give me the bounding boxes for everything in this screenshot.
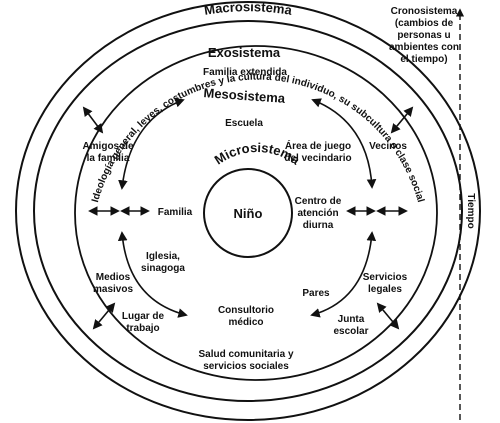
chrono-line-3: personas u (397, 30, 450, 41)
label-school: Escuela (225, 118, 263, 129)
label-school-board-1: Junta (338, 314, 365, 325)
arrow-family-clinic (117, 231, 188, 318)
label-family-friends-1: Amigos de (82, 141, 134, 152)
arrow-diag-bottom-left (92, 302, 116, 330)
exosystem-ring (74, 45, 438, 381)
label-daycare-1: Centro de (295, 196, 342, 207)
label-community-health-1: Salud comunitaria y (198, 349, 293, 360)
arrow-diag-top-right (390, 106, 414, 134)
label-daycare-3: diurna (303, 220, 334, 231)
label-daycare-2: atención (297, 208, 338, 219)
arrow-daycare-clinic (310, 231, 377, 318)
label-mass-media-2: masivos (93, 284, 133, 295)
macrosystem-title: Macrosistema (203, 0, 294, 18)
arrow-school-daycare (311, 98, 377, 189)
label-workplace-1: Lugar de (122, 311, 165, 322)
arrow-school-family (118, 98, 185, 190)
label-church-2: sinagoga (141, 263, 185, 274)
label-legal-services-2: legales (368, 284, 402, 295)
child-label: Niño (234, 206, 263, 221)
label-clinic-2: médico (228, 317, 263, 328)
label-extended-family: Familia extendida (203, 67, 287, 78)
arrow-diag-bottom-right (376, 302, 400, 330)
label-neighbors: Vecinos (369, 141, 407, 152)
child-circle (203, 168, 293, 258)
label-workplace-2: trabajo (126, 323, 159, 334)
label-family: Familia (158, 207, 193, 218)
mesosystem-title: Mesosistema (203, 85, 286, 106)
label-playground-2: del vecindario (284, 153, 351, 164)
macrosystem-inner-ring (33, 20, 463, 402)
chrono-line-5: el tiempo) (400, 54, 447, 65)
macrosystem-outer-ring (15, 1, 481, 421)
label-mass-media-1: Medios (96, 272, 131, 283)
arrow-diag-top-left (82, 106, 104, 134)
chrono-line-2: (cambios de (395, 18, 454, 29)
exosystem-title: Exosistema (208, 45, 281, 60)
label-school-board-2: escolar (333, 326, 368, 337)
label-church-1: Iglesia, (146, 251, 180, 262)
chrono-line-4: ambientes con (389, 42, 459, 53)
label-playground-1: Área de juego (285, 139, 351, 152)
label-legal-services-1: Servicios (363, 272, 408, 283)
label-clinic-1: Consultorio (218, 305, 274, 316)
chrono-line-1: Cronosistema (391, 6, 458, 17)
time-label: Tiempo (465, 193, 476, 228)
label-family-friends-2: la familia (87, 153, 130, 164)
label-community-health-2: servicios sociales (203, 361, 289, 372)
label-peers: Pares (302, 288, 330, 299)
